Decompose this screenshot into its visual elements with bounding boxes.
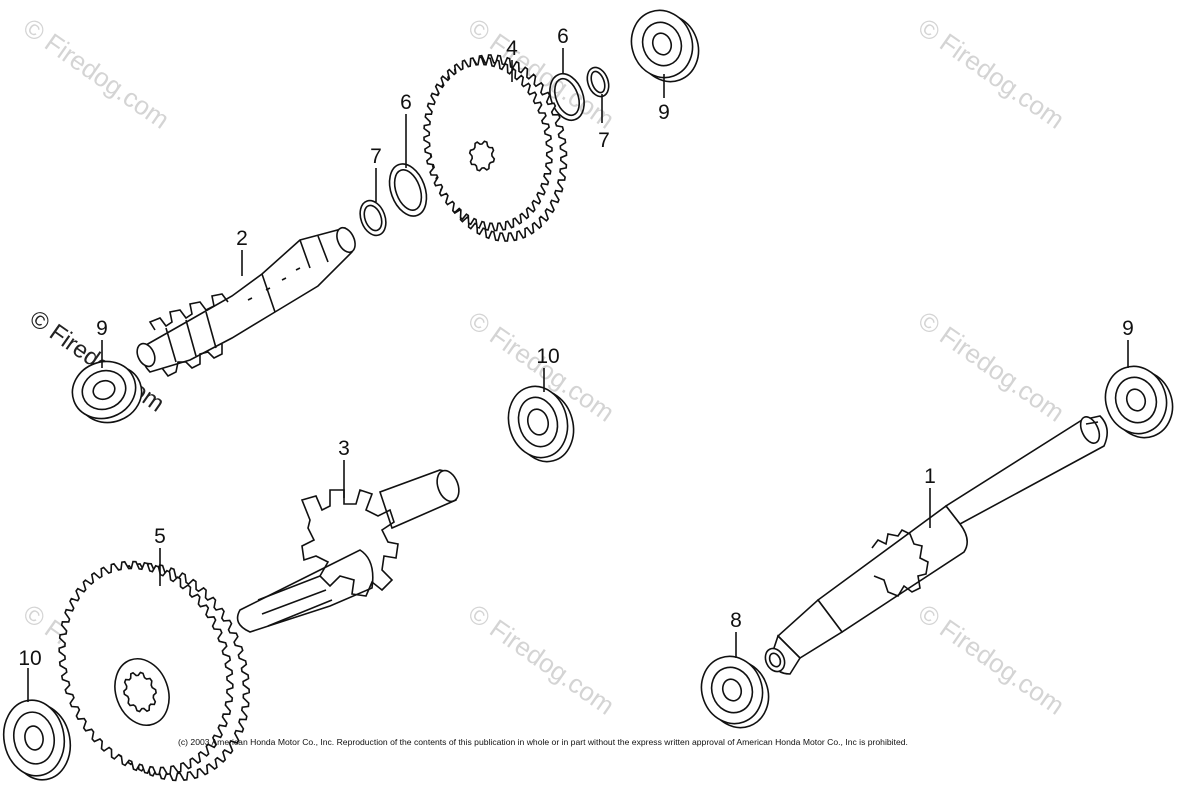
callout-10-mid: 10 — [536, 345, 560, 368]
shaft-3 — [236, 469, 460, 633]
bearing-9-left — [71, 360, 143, 424]
bearing-9-top — [630, 9, 700, 83]
callout-5: 5 — [154, 525, 166, 548]
callout-2: 2 — [236, 227, 248, 250]
gear-5 — [58, 560, 251, 782]
bearing-8 — [700, 655, 770, 729]
callout-9-right: 9 — [1122, 317, 1134, 340]
callout-8: 8 — [730, 609, 742, 632]
callout-10-bottom: 10 — [18, 647, 42, 670]
washer-6-mid — [388, 163, 428, 217]
shaft-1 — [764, 415, 1108, 675]
callout-6-mid: 6 — [400, 91, 412, 114]
shaft-2 — [136, 226, 356, 378]
copyright-notice: (c) 2003 American Honda Motor Co., Inc. … — [178, 737, 908, 747]
callout-9-top: 9 — [658, 101, 670, 124]
gear-4 — [423, 54, 568, 242]
callout-9-left: 9 — [96, 317, 108, 340]
bearing-10-bottom — [2, 699, 72, 781]
callout-3: 3 — [338, 437, 350, 460]
callout-7-top: 7 — [598, 129, 610, 152]
bearing-9-right — [1104, 365, 1174, 439]
leader-lines — [27, 48, 1129, 702]
callout-4: 4 — [506, 37, 518, 60]
bearing-10-mid — [507, 385, 575, 463]
snap-ring-7-top — [586, 66, 610, 98]
callout-6-top: 6 — [557, 25, 569, 48]
snap-ring-7-mid — [359, 199, 387, 237]
washer-6-top — [549, 72, 585, 122]
callout-7-mid: 7 — [370, 145, 382, 168]
callout-1: 1 — [924, 465, 936, 488]
